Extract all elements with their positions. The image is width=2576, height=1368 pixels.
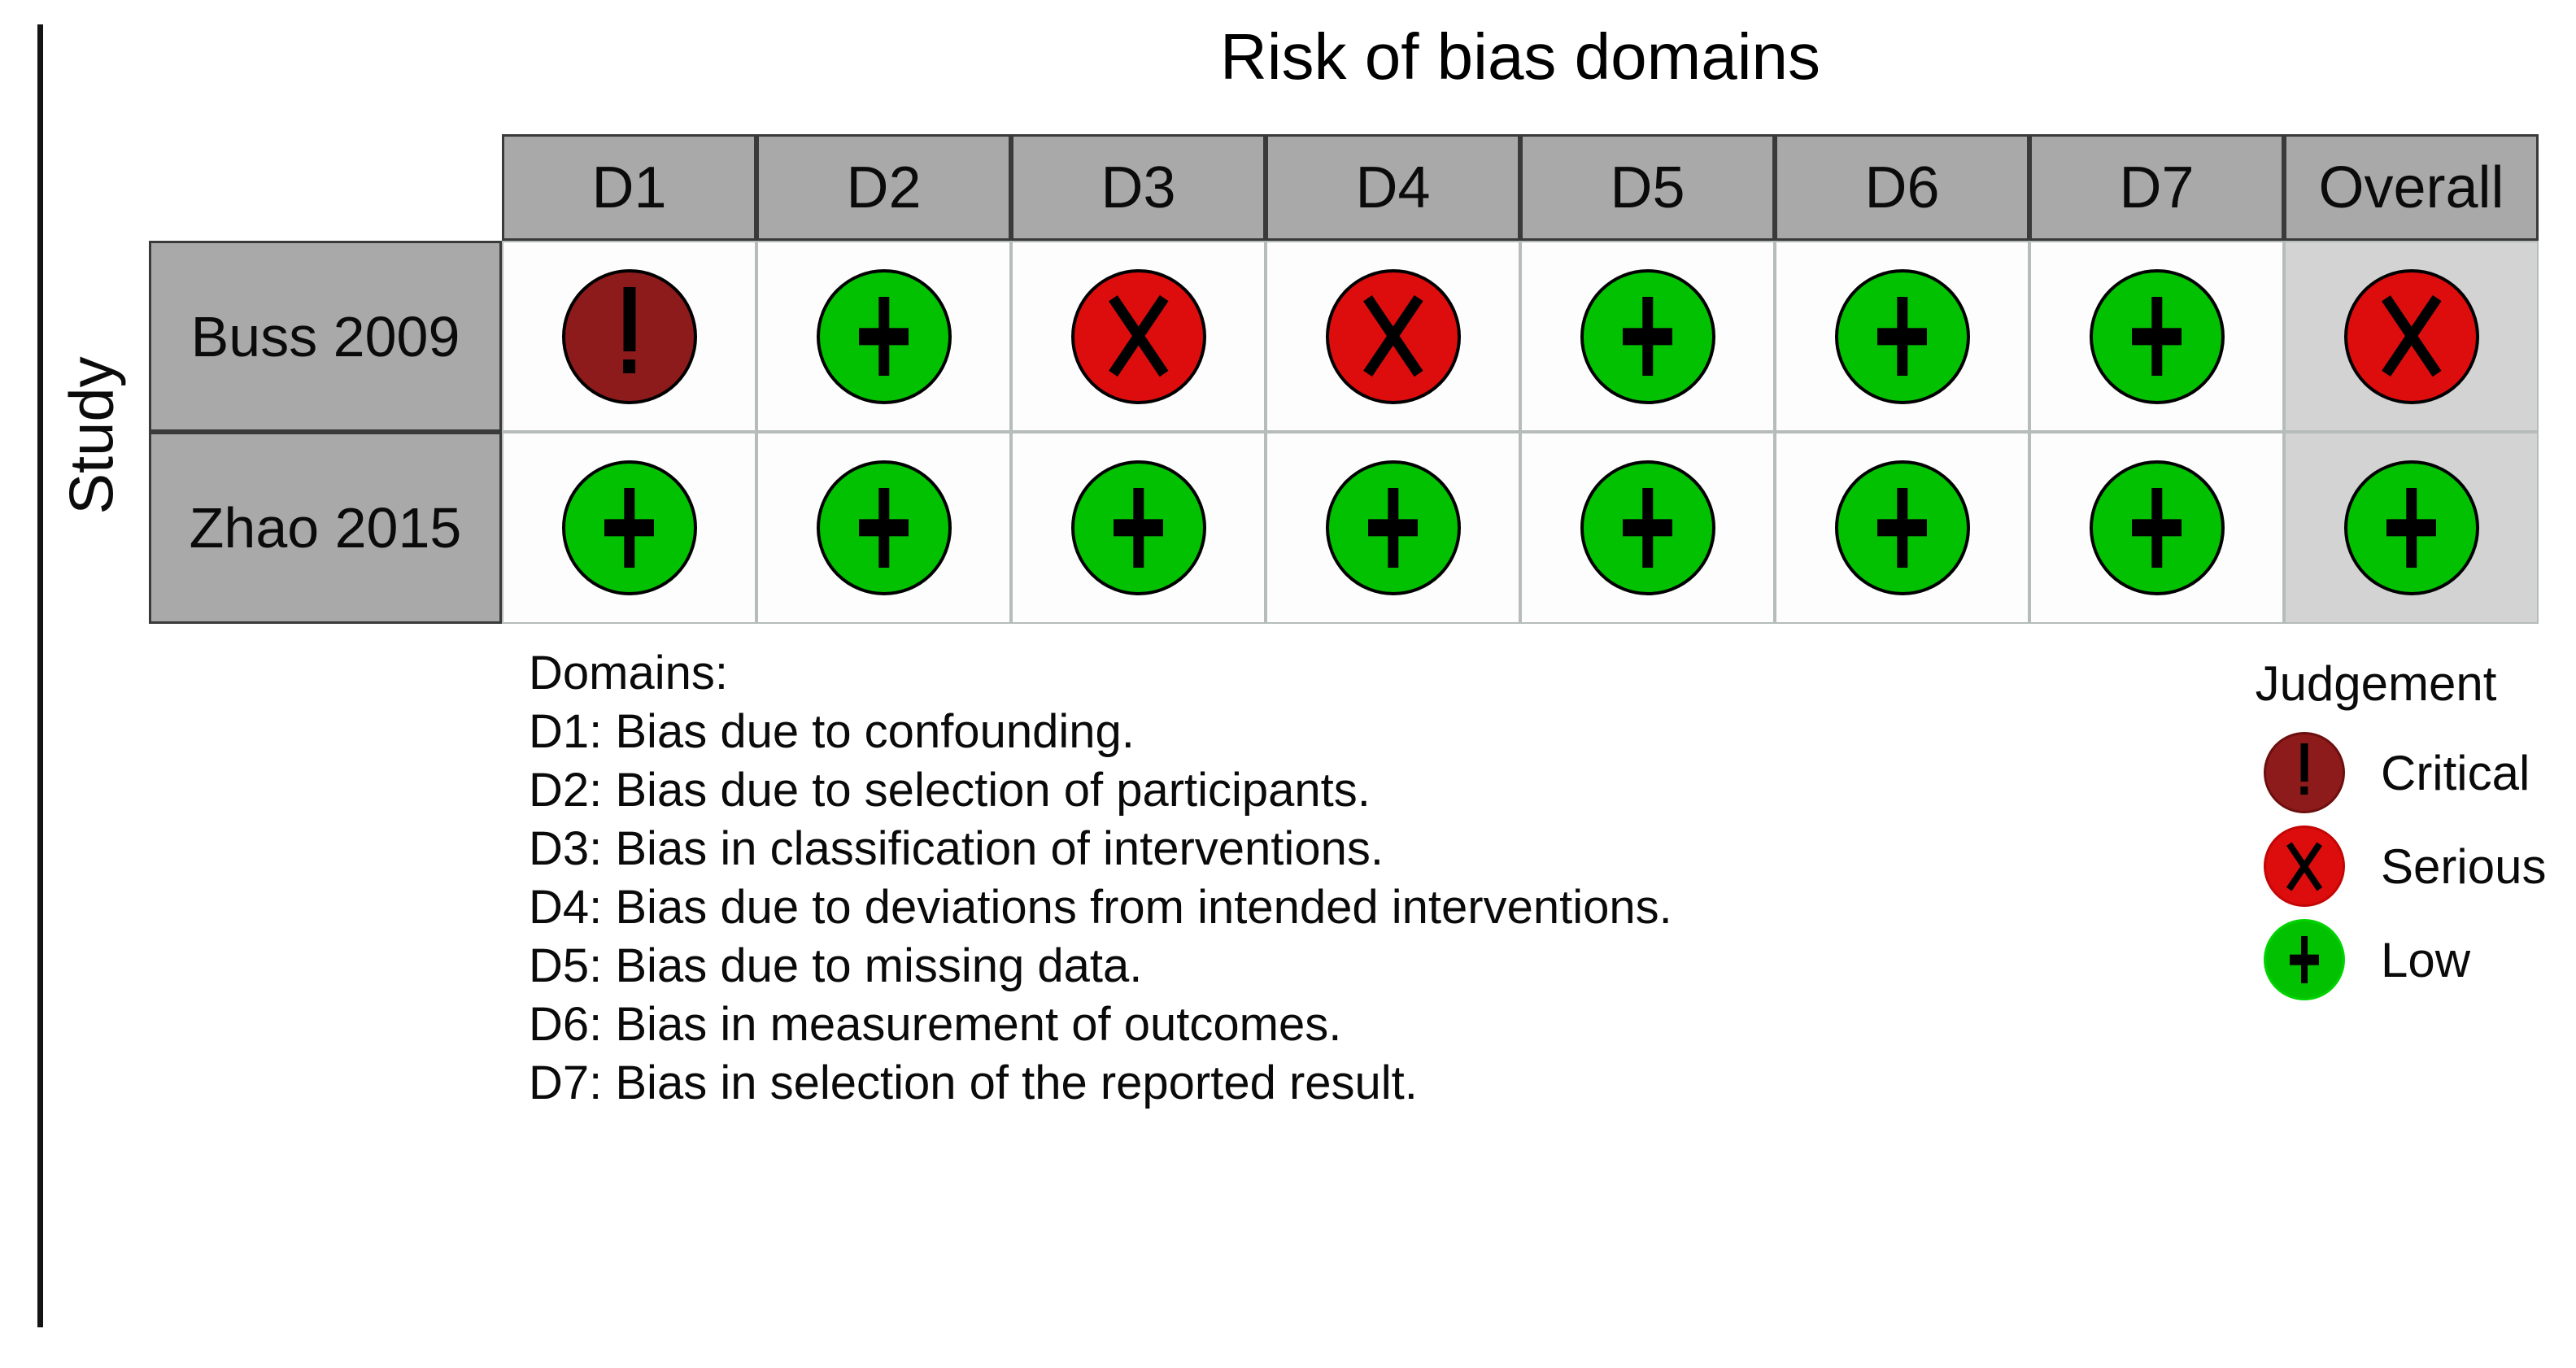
traffic-cell-d2	[756, 241, 1011, 432]
plus-icon	[1074, 464, 1203, 592]
judgement-low-icon	[1580, 460, 1715, 595]
plus-icon	[820, 464, 948, 592]
domain-definition: D3: Bias in classification of interventi…	[529, 822, 1384, 875]
cross-icon	[2266, 828, 2343, 904]
judgement-serious-icon	[1070, 268, 1206, 404]
header-cell-d2: D2	[756, 134, 1011, 241]
plus-icon	[1584, 272, 1712, 401]
traffic-cell-d2	[756, 432, 1011, 624]
header-cell-d5: D5	[1520, 134, 1775, 241]
legend-label: Critical	[2381, 745, 2530, 800]
judgement-low-icon	[1834, 268, 1970, 404]
chart-title: Risk of bias domains	[1219, 20, 1821, 93]
domains-heading: Domains:	[529, 647, 728, 699]
header-cell-d3: D3	[1011, 134, 1266, 241]
header-cell-d1: D1	[502, 134, 756, 241]
traffic-cell-d3	[1011, 432, 1266, 624]
plus-icon	[2347, 464, 2476, 592]
header-cell-overall: Overall	[2284, 134, 2539, 241]
judgement-low-icon	[2089, 268, 2225, 404]
plus-icon	[1584, 464, 1712, 592]
traffic-cell-d4	[1266, 241, 1520, 432]
study-label: Buss 2009	[149, 241, 502, 432]
exclamation-icon	[565, 272, 694, 401]
traffic-cell-d6	[1775, 241, 2029, 432]
judgement-low-icon	[561, 460, 697, 595]
header-cell-d7: D7	[2029, 134, 2284, 241]
legend-low-icon	[2264, 919, 2345, 1000]
legend-serious-icon	[2264, 826, 2345, 907]
domain-definition: D5: Bias due to missing data.	[529, 939, 1143, 992]
judgement-low-icon	[816, 460, 952, 595]
judgement-serious-icon	[2343, 268, 2479, 404]
traffic-cell-d5	[1520, 241, 1775, 432]
domains-note: Domains: D1: Bias due to confounding. D2:…	[529, 644, 1672, 1113]
traffic-cell-overall	[2284, 241, 2539, 432]
traffic-cell-d7	[2029, 241, 2284, 432]
judgement-low-icon	[1325, 460, 1461, 595]
plus-icon	[1838, 464, 1967, 592]
legend-item-low: Low	[2264, 919, 2546, 1000]
domain-definition: D7: Bias in selection of the reported re…	[529, 1056, 1418, 1109]
page-left-rule	[37, 24, 43, 1327]
plus-icon	[2093, 272, 2221, 401]
plus-icon	[1838, 272, 1967, 401]
plus-icon	[820, 272, 948, 401]
traffic-cell-d5	[1520, 432, 1775, 624]
traffic-cell-d3	[1011, 241, 1266, 432]
traffic-cell-d4	[1266, 432, 1520, 624]
judgement-low-icon	[1070, 460, 1206, 595]
domain-definition: D1: Bias due to confounding.	[529, 705, 1135, 758]
traffic-cell-d7	[2029, 432, 2284, 624]
cross-icon	[1329, 272, 1458, 401]
exclamation-icon	[2266, 734, 2343, 811]
legend-title: Judgement	[2255, 656, 2497, 711]
legend-critical-icon	[2264, 732, 2345, 813]
plus-icon	[1329, 464, 1458, 592]
domain-definition: D2: Bias due to selection of participant…	[529, 764, 1371, 817]
plus-icon	[565, 464, 694, 592]
traffic-cell-d1	[502, 432, 756, 624]
cross-icon	[2347, 272, 2476, 401]
study-label: Zhao 2015	[149, 432, 502, 624]
judgement-low-icon	[816, 268, 952, 404]
plus-icon	[2093, 464, 2221, 592]
domain-definition: D6: Bias in measurement of outcomes.	[529, 998, 1342, 1051]
legend-item-serious: Serious	[2264, 826, 2547, 907]
judgement-low-icon	[1580, 268, 1715, 404]
judgement-low-icon	[2089, 460, 2225, 595]
judgement-critical-icon	[561, 268, 697, 404]
plus-icon	[2266, 921, 2343, 998]
row-axis-label-container: Study	[47, 244, 137, 626]
header-cell-d6: D6	[1775, 134, 2029, 241]
legend-label: Serious	[2381, 839, 2547, 894]
cross-icon	[1074, 272, 1203, 401]
legend-item-critical: Critical	[2264, 732, 2546, 813]
judgement-serious-icon	[1325, 268, 1461, 404]
traffic-cell-d6	[1775, 432, 2029, 624]
traffic-cell-d1	[502, 241, 756, 432]
judgement-low-icon	[1834, 460, 1970, 595]
header-cell-d4: D4	[1266, 134, 1520, 241]
legend-label: Low	[2381, 932, 2471, 987]
domain-definition: D4: Bias due to deviations from intended…	[529, 881, 1672, 934]
table-corner-spacer	[149, 134, 502, 241]
judgement-low-icon	[2343, 460, 2479, 595]
traffic-cell-overall	[2284, 432, 2539, 624]
row-axis-label: Study	[57, 355, 127, 515]
